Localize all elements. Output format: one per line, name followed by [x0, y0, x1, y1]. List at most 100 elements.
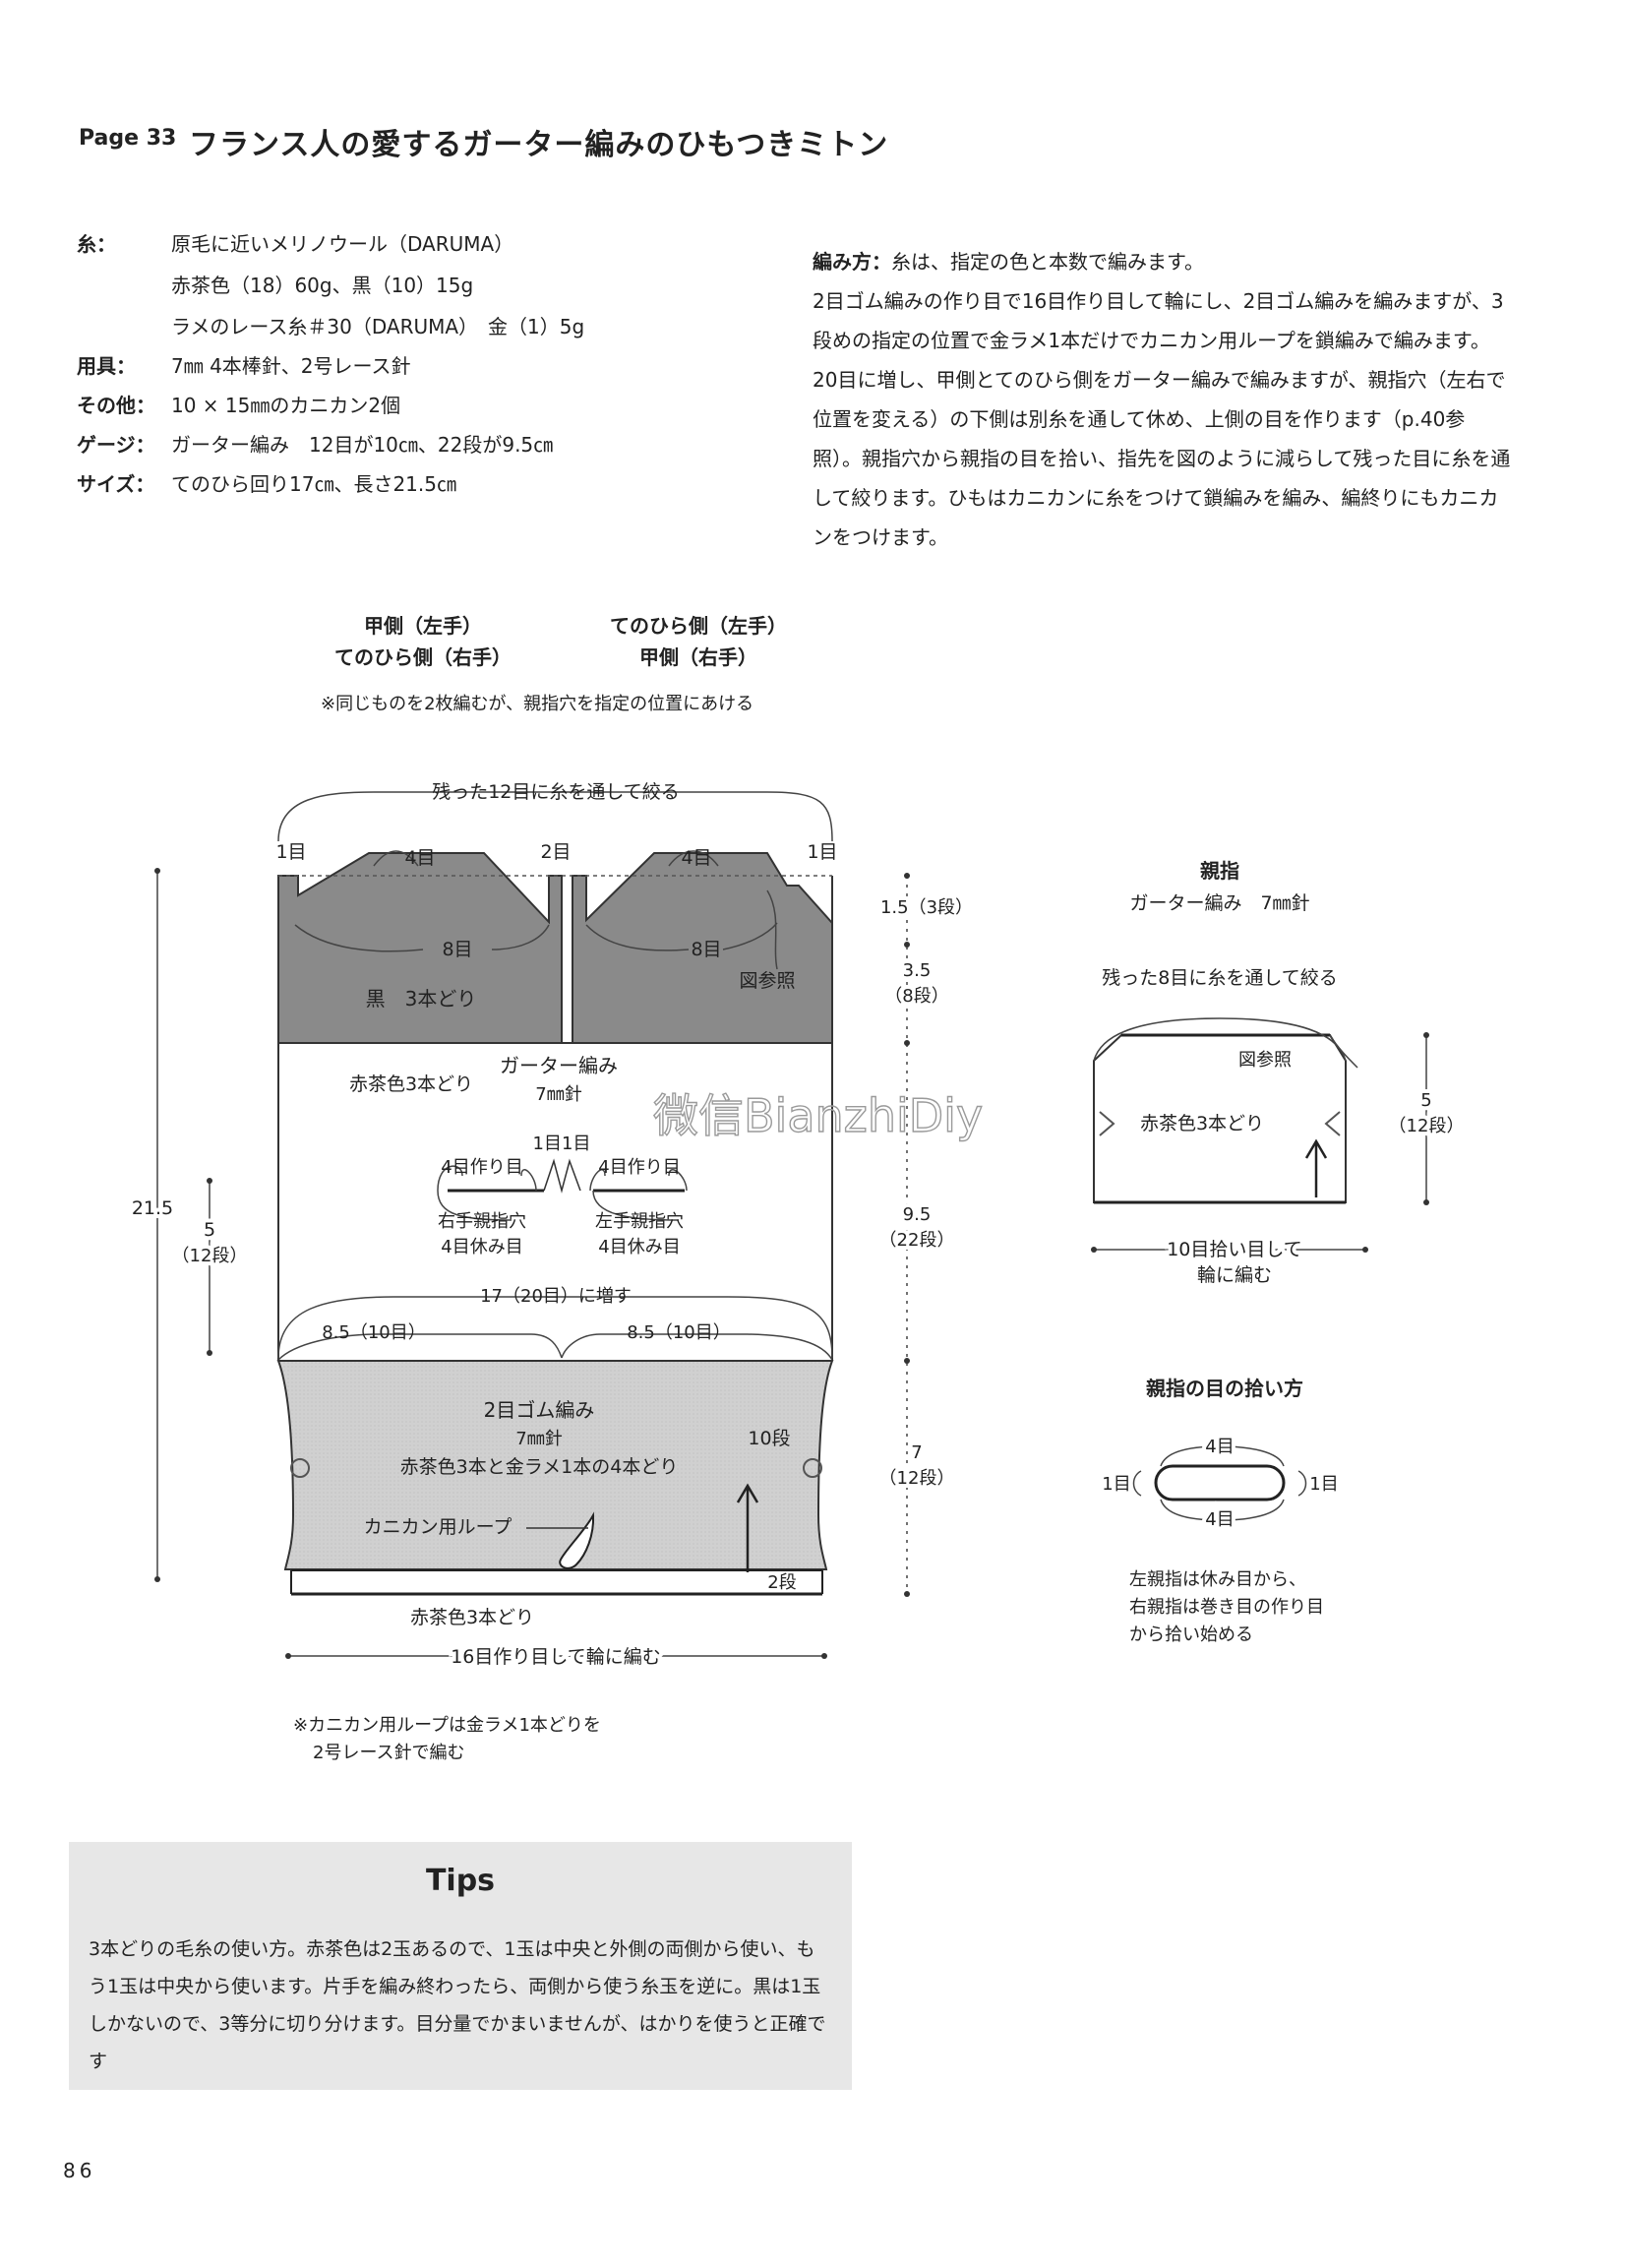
side-label-palm-right: てのひら側（右手） [334, 645, 512, 669]
stitch-count-label: 2目 [540, 841, 571, 863]
same-piece-note: ※同じものを2枚編むが、親指穴を指定の位置にあける [321, 694, 754, 714]
black-yarn-label: 黒 3本どり [366, 987, 477, 1011]
loop-label: カニカン用ループ [364, 1516, 512, 1538]
dim-rows-label: （12段） [1389, 1116, 1465, 1136]
see-figure-label: 図参照 [739, 970, 795, 992]
held-stitches-label: 4目休み目 [441, 1237, 522, 1257]
thumb-pickup-label: 10目拾い目して [1167, 1239, 1302, 1260]
stitch-count-label: 1目 [1102, 1474, 1130, 1495]
thumb-subtitle: ガーター編み 7㎜針 [1129, 892, 1309, 914]
dim-rows-label: （22段） [879, 1230, 955, 1251]
spec-value: 原毛に近いメリノウール（DARUMA） [171, 232, 514, 256]
page-number: 86 [63, 2159, 96, 2182]
page-label: Page 33 [79, 126, 177, 151]
stitch-count-label: 4目 [1205, 1509, 1234, 1530]
arrow-up-icon [1304, 1138, 1328, 1159]
pickup-note-line: 右親指は巻き目の作り目 [1129, 1597, 1324, 1618]
ribbing-label: 2目ゴム編み [484, 1398, 595, 1422]
method-body: 2目ゴム編みの作り目で16目作り目して輪にし、2目ゴム編みを編みますが、3段めの… [813, 289, 1511, 549]
side-label-back-right: 甲側（右手） [639, 645, 757, 669]
cast-on-4-label: 4目作り目 [441, 1157, 522, 1178]
mitten-garter-section [277, 1042, 833, 1361]
thumb-yarn-label: 赤茶色3本どり [1140, 1113, 1264, 1134]
stitch-count-label: 8目 [442, 939, 472, 960]
pickup-title: 親指の目の拾い方 [1146, 1377, 1303, 1400]
spec-value: ラメのレース糸＃30（DARUMA） 金（1）5g [171, 315, 585, 338]
red-yarn-label: 赤茶色3本どり [349, 1073, 473, 1095]
side-label-right: てのひら側（左手） 甲側（右手） [571, 610, 826, 673]
thumb-title: 親指 [1200, 859, 1239, 883]
knitting-method: 編み方：糸は、指定の色と本数で編みます。 2目ゴム編みの作り目で16目作り目して… [813, 242, 1511, 557]
half-width-label: 8.5（10目） [322, 1322, 426, 1343]
method-label: 編み方： [813, 250, 891, 274]
top-gather-label: 残った12目に糸を通して絞る [432, 781, 680, 803]
loop-note-line: ※カニカン用ループは金ラメ1本どりを [293, 1715, 601, 1736]
loop-note-line: 2号レース針で編む [313, 1743, 465, 1763]
rows-label: 2段 [767, 1572, 796, 1593]
dim-label: 9.5 [903, 1204, 932, 1225]
needle-label: 7㎜針 [535, 1084, 581, 1105]
needle-label: 7㎜針 [515, 1429, 562, 1449]
tips-box: Tips 3本どりの毛糸の使い方。赤茶色は2玉あるので、1玉は中央と外側の両側か… [69, 1842, 852, 2090]
side-label-palm-left: てのひら側（左手） [610, 614, 787, 638]
spec-key: 糸： [77, 232, 116, 256]
bottom-yarn-label: 赤茶色3本どり [410, 1607, 534, 1628]
spec-key: 用具： [77, 354, 136, 378]
dim-label: 5 [204, 1219, 215, 1241]
side-label-back-left: 甲側（左手） [364, 614, 482, 638]
stitch-count-label: 4目 [681, 847, 711, 869]
stitch-count-label: 4目 [1205, 1437, 1234, 1457]
dim-rows-label: （12段） [879, 1468, 955, 1489]
thumb-gather-label: 残った8目に糸を通して絞る [1102, 967, 1338, 989]
held-stitches-label: 4目休み目 [598, 1237, 680, 1257]
watermark: 微信BianzhiDiy [653, 1089, 983, 1142]
spec-value: てのひら回り17㎝、長さ21.5㎝ [171, 472, 456, 496]
method-lead: 糸は、指定の色と本数で編みます。 [891, 250, 1204, 274]
left-thumb-hole-label: 左手親指穴 [595, 1211, 684, 1232]
stitch-count-label: 1目 [275, 841, 306, 863]
tips-title: Tips [425, 1864, 496, 1898]
spec-key: ゲージ： [77, 433, 155, 457]
spec-value: 7㎜ 4本棒針、2号レース針 [171, 354, 411, 378]
increase-label: 17（20目）に増す [480, 1286, 632, 1307]
page-title: フランス人の愛するガーター編みのひもつきミトン [189, 128, 889, 162]
dim-label: 1.5（3段） [880, 897, 973, 918]
thumb-diagram [1091, 1017, 1429, 1253]
dim-label: 3.5 [903, 960, 932, 981]
spec-key: その他： [77, 394, 155, 417]
spec-value: 赤茶色（18）60g、黒（10）15g [171, 274, 474, 297]
stitch-count-label: 1目1目 [533, 1134, 591, 1154]
pickup-note-line: 左親指は休み目から、 [1129, 1569, 1306, 1590]
stitch-count-label: 8目 [691, 939, 721, 960]
tips-body: 3本どりの毛糸の使い方。赤茶色は2玉あるので、1玉は中央と外側の両側から使い、も… [89, 1938, 826, 2072]
see-figure-label: 図参照 [1238, 1050, 1292, 1071]
length-total-label: 21.5 [132, 1197, 173, 1219]
stitch-count-label: 4目 [404, 847, 435, 869]
mitten-ribbing-section [276, 1360, 834, 1596]
dim-rows-label: （8段） [884, 986, 948, 1007]
thumb-pickup-label: 輪に編む [1197, 1264, 1272, 1286]
stitch-count-label: 1目 [807, 841, 837, 863]
rows-label: 10段 [748, 1428, 790, 1449]
pickup-diagram [1132, 1445, 1307, 1521]
mitten-top-band [277, 852, 833, 1044]
pickup-note: 左親指は休み目から、 右親指は巻き目の作り目 から拾い始める [1129, 1566, 1324, 1649]
spec-value: ガーター編み 12目が10㎝、22段が9.5㎝ [171, 433, 554, 457]
ribbing-yarn-label: 赤茶色3本と金ラメ1本の4本どり [400, 1456, 679, 1478]
stitch-count-label: 1目 [1309, 1474, 1338, 1495]
loop-note: ※カニカン用ループは金ラメ1本どりを 2号レース針で編む [293, 1712, 601, 1767]
garter-label: ガーター編み [500, 1054, 618, 1077]
cast-on-4-label: 4目作り目 [598, 1157, 680, 1178]
dim-rows-label: （12段） [172, 1246, 248, 1266]
half-width-label: 8.5（10目） [627, 1322, 731, 1343]
spec-value: 10 × 15㎜のカニカン2個 [171, 394, 401, 417]
spec-key: サイズ： [77, 472, 155, 496]
arrow-up-icon [736, 1483, 759, 1503]
dim-label: 7 [911, 1442, 922, 1463]
cast-on-label: 16目作り目して輪に編む [451, 1646, 661, 1668]
side-label-left: 甲側（左手） てのひら側（右手） [295, 610, 551, 673]
pickup-note-line: から拾い始める [1129, 1624, 1253, 1645]
dim-label: 5 [1420, 1090, 1431, 1111]
right-thumb-hole-label: 右手親指穴 [438, 1211, 526, 1232]
